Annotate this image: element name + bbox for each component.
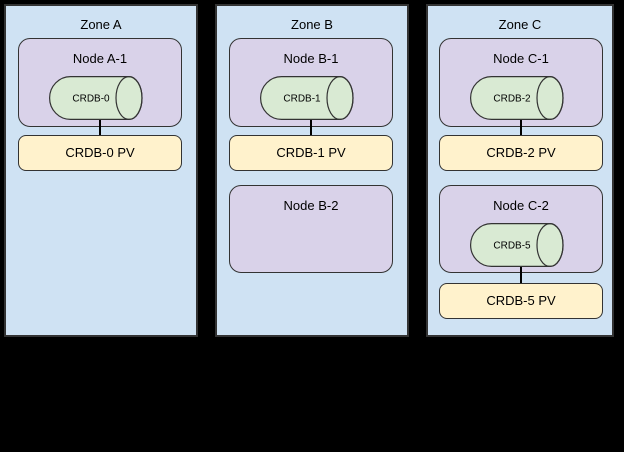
crdb-1-pv-box: CRDB-1 PV bbox=[229, 135, 393, 171]
connector-crdb0-to-pv bbox=[99, 120, 101, 136]
crdb-1-cylinder: CRDB-1 bbox=[260, 76, 362, 120]
node-a-1: Node A-1 CRDB-0 bbox=[18, 38, 182, 127]
node-c-2-label: Node C-2 bbox=[493, 198, 549, 213]
node-c-1-label: Node C-1 bbox=[493, 51, 549, 66]
node-b-2: Node B-2 bbox=[229, 185, 393, 273]
node-c-2: Node C-2 CRDB-5 bbox=[439, 185, 603, 273]
database-cylinder-icon: CRDB-0 bbox=[49, 76, 143, 120]
crdb-5-label: CRDB-5 bbox=[493, 241, 531, 252]
database-cylinder-icon: CRDB-1 bbox=[260, 76, 354, 120]
database-cylinder-icon: CRDB-2 bbox=[470, 76, 564, 120]
crdb-2-pv-box: CRDB-2 PV bbox=[439, 135, 603, 171]
crdb-0-pv-box: CRDB-0 PV bbox=[18, 135, 182, 171]
zone-a-label: Zone A bbox=[80, 17, 122, 32]
node-b-2-label: Node B-2 bbox=[283, 198, 339, 213]
crdb-1-label: CRDB-1 bbox=[283, 94, 321, 105]
crdb-5-pv-box: CRDB-5 PV bbox=[439, 283, 603, 319]
node-a-1-label: Node A-1 bbox=[72, 51, 128, 66]
connector-crdb5-to-pv bbox=[520, 267, 522, 284]
node-b-1-label: Node B-1 bbox=[283, 51, 339, 66]
zone-a: Zone A Node A-1 CRDB-0 CRDB-0 PV bbox=[4, 4, 198, 337]
crdb-0-cylinder: CRDB-0 bbox=[49, 76, 151, 120]
zone-c: Zone C Node C-1 CRDB-2 CRDB-2 PV Node C-… bbox=[426, 4, 614, 337]
crdb-2-cylinder: CRDB-2 bbox=[470, 76, 572, 120]
crdb-0-label: CRDB-0 bbox=[72, 94, 110, 105]
connector-crdb1-to-pv bbox=[310, 120, 312, 136]
crdb-5-cylinder: CRDB-5 bbox=[470, 223, 572, 267]
zone-c-label: Zone C bbox=[498, 17, 542, 32]
node-c-1: Node C-1 CRDB-2 bbox=[439, 38, 603, 127]
database-cylinder-icon: CRDB-5 bbox=[470, 223, 564, 267]
zone-b-label: Zone B bbox=[291, 17, 333, 32]
zone-b: Zone B Node B-1 CRDB-1 CRDB-1 PV Node B-… bbox=[215, 4, 409, 337]
crdb-2-label: CRDB-2 bbox=[493, 94, 531, 105]
node-b-1: Node B-1 CRDB-1 bbox=[229, 38, 393, 127]
connector-crdb2-to-pv bbox=[520, 120, 522, 136]
